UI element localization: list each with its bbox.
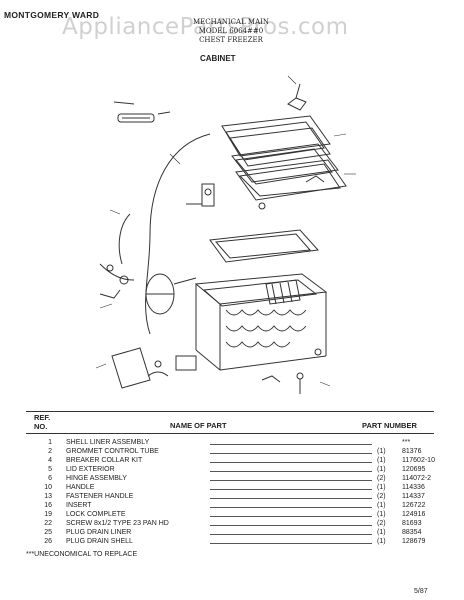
qty-cell: (2): [377, 475, 386, 482]
ref-cell: 22: [44, 520, 52, 527]
ref-cell: 16: [44, 502, 52, 509]
part-name-cell: SHELL LINER ASSEMBLY: [66, 439, 150, 446]
table-row: 10 HANDLE (1) 114336: [40, 484, 440, 492]
table-row: 5 LID EXTERIOR (1) 120695: [40, 466, 440, 474]
table-row: 13 FASTENER HANDLE (2) 114337: [40, 493, 440, 501]
qty-cell: (1): [377, 448, 386, 455]
part-number-cell: 114336: [402, 484, 425, 491]
part-name-cell: SCREW 8x1/2 TYPE 23 PAN HD: [66, 520, 169, 527]
exploded-parts-diagram: [95, 75, 356, 394]
table-row: 25 PLUG DRAIN LINER (1) 88354: [40, 529, 440, 537]
header-ref-no: REF. NO.: [34, 413, 51, 431]
model-line: MODEL 6064##0: [198, 27, 264, 35]
header-part-number: PART NUMBER: [362, 421, 417, 430]
model-line: CHEST FREEZER: [199, 36, 263, 44]
part-number-cell: ***: [402, 439, 411, 446]
qty-cell: (1): [377, 529, 386, 536]
brand-name: MONTGOMERY WARD: [4, 10, 100, 20]
part-name-cell: BREAKER COLLAR KIT: [66, 457, 143, 464]
footnote: ***UNECONOMICAL TO REPLACE: [26, 551, 138, 558]
model-line: MECHANICAL MAIN: [192, 18, 270, 26]
leader-line: [210, 502, 372, 508]
part-name-cell: PLUG DRAIN LINER: [66, 529, 132, 536]
table-header-rule: [26, 433, 434, 434]
handle-part: [113, 101, 171, 123]
table-row: 1 SHELL LINER ASSEMBLY ***: [40, 439, 440, 447]
leader-line: [210, 538, 372, 544]
table-row: 2 GROMMET CONTROL TUBE (1) 81376: [40, 448, 440, 456]
part-name-cell: PLUG DRAIN SHELL: [66, 538, 133, 545]
part-number-cell: 81376: [402, 448, 422, 455]
qty-cell: (1): [377, 457, 386, 464]
control-tube: [99, 133, 211, 335]
drain-plug-parts: [261, 348, 322, 394]
part-number-cell: 126722: [402, 502, 426, 509]
compressor-part: [145, 273, 197, 315]
ref-cell: 5: [48, 466, 52, 473]
part-name-cell: LID EXTERIOR: [66, 466, 115, 473]
ref-cell: 4: [48, 457, 52, 464]
table-row: 26 PLUG DRAIN SHELL (1) 128679: [40, 538, 440, 546]
ref-cell: 19: [44, 511, 52, 518]
part-number-cell: 114072-2: [402, 475, 432, 482]
table-row: 16 INSERT (1) 126722: [40, 502, 440, 510]
qty-cell: (2): [377, 493, 386, 500]
part-name-cell: GROMMET CONTROL TUBE: [66, 448, 159, 455]
leader-line: [210, 493, 372, 499]
callout-leaders: [95, 75, 356, 387]
leader-line: [210, 448, 372, 454]
lid-assembly: [221, 115, 347, 201]
leader-line: [210, 511, 372, 517]
header-name-of-part: NAME OF PART: [170, 421, 227, 430]
part-number-cell: 81693: [402, 520, 422, 527]
cabinet-body: [194, 273, 328, 371]
ref-cell: 10: [44, 484, 52, 491]
qty-cell: (2): [377, 520, 386, 527]
leader-line: [210, 457, 372, 463]
part-name-cell: LOCK COMPLETE: [66, 511, 126, 518]
ref-cell: 1: [48, 439, 52, 446]
ref-cell: 6: [48, 475, 52, 482]
qty-cell: (1): [377, 502, 386, 509]
ref-cell: 25: [44, 529, 52, 536]
table-row: 6 HINGE ASSEMBLY (2) 114072-2: [40, 475, 440, 483]
table-row: 22 SCREW 8x1/2 TYPE 23 PAN HD (2) 81693: [40, 520, 440, 528]
table-top-rule: [26, 411, 434, 412]
part-name-cell: FASTENER HANDLE: [66, 493, 134, 500]
part-number-cell: 120695: [402, 466, 426, 473]
access-panel: [111, 347, 197, 389]
part-number-cell: 88354: [402, 529, 422, 536]
basket-part: [265, 279, 301, 305]
part-name-cell: INSERT: [66, 502, 92, 509]
section-title: CABINET: [200, 54, 236, 63]
part-number-cell: 114337: [402, 493, 425, 500]
qty-cell: (1): [377, 538, 386, 545]
watermark: AppliancePartsPros.com: [62, 14, 349, 40]
leader-line: [210, 484, 372, 490]
ref-cell: 2: [48, 448, 52, 455]
qty-cell: (1): [377, 511, 386, 518]
qty-cell: (1): [377, 466, 386, 473]
gasket-frame: [209, 229, 320, 263]
part-number-cell: 124916: [402, 511, 426, 518]
hinge-assembly: [287, 83, 325, 183]
lock-part: [186, 183, 266, 210]
part-number-cell: 128679: [402, 538, 426, 545]
leader-line: [210, 466, 372, 472]
leader-line: [210, 439, 372, 445]
table-row: 19 LOCK COMPLETE (1) 124916: [40, 511, 440, 519]
ref-cell: 13: [44, 493, 52, 500]
leader-line: [210, 520, 372, 526]
part-name-cell: HANDLE: [66, 484, 95, 491]
part-number-cell: 117602-10: [402, 457, 435, 464]
leader-line: [210, 529, 372, 535]
qty-cell: (1): [377, 484, 386, 491]
part-name-cell: HINGE ASSEMBLY: [66, 475, 127, 482]
page-number: 5/87: [414, 588, 428, 595]
model-block: MECHANICAL MAIN MODEL 6064##0 CHEST FREE…: [176, 18, 286, 45]
table-row: 4 BREAKER COLLAR KIT (1) 117602-10: [40, 457, 440, 465]
ref-cell: 26: [44, 538, 52, 545]
leader-line: [210, 475, 372, 481]
